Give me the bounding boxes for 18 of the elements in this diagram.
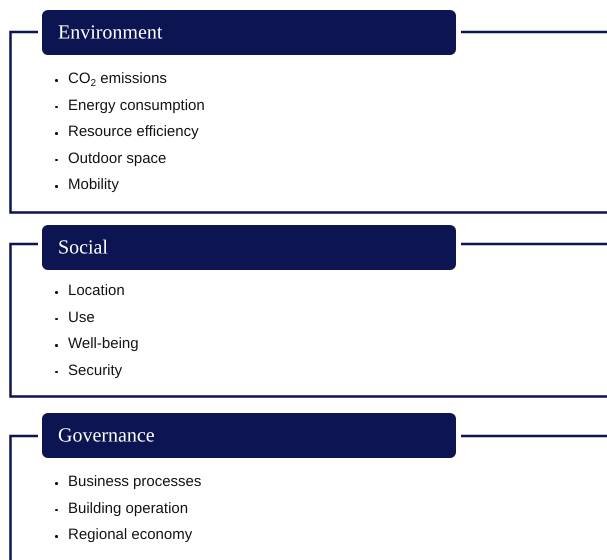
list-item: Security — [55, 360, 122, 380]
list-item: Outdoor space — [55, 148, 166, 168]
list-item: Resource efficiency — [55, 122, 199, 142]
list-item: Energy consumption — [55, 96, 205, 116]
list-item: Business processes — [55, 472, 202, 492]
list-item: CO$_{2}$ emissions — [55, 69, 167, 89]
list-item: Well-being — [55, 334, 139, 354]
list-item: Location — [55, 281, 125, 301]
heading-band — [42, 10, 456, 55]
list-item: Building operation — [55, 498, 188, 518]
heading-band — [42, 225, 456, 270]
heading-text: Governance — [58, 424, 155, 447]
list-item: Use — [55, 308, 95, 328]
list-item: Regional economy — [55, 525, 192, 545]
list-item: Mobility — [55, 175, 119, 195]
heading-text: Social — [58, 236, 108, 259]
heading-band — [42, 413, 456, 458]
heading-text: Environment — [58, 21, 162, 44]
